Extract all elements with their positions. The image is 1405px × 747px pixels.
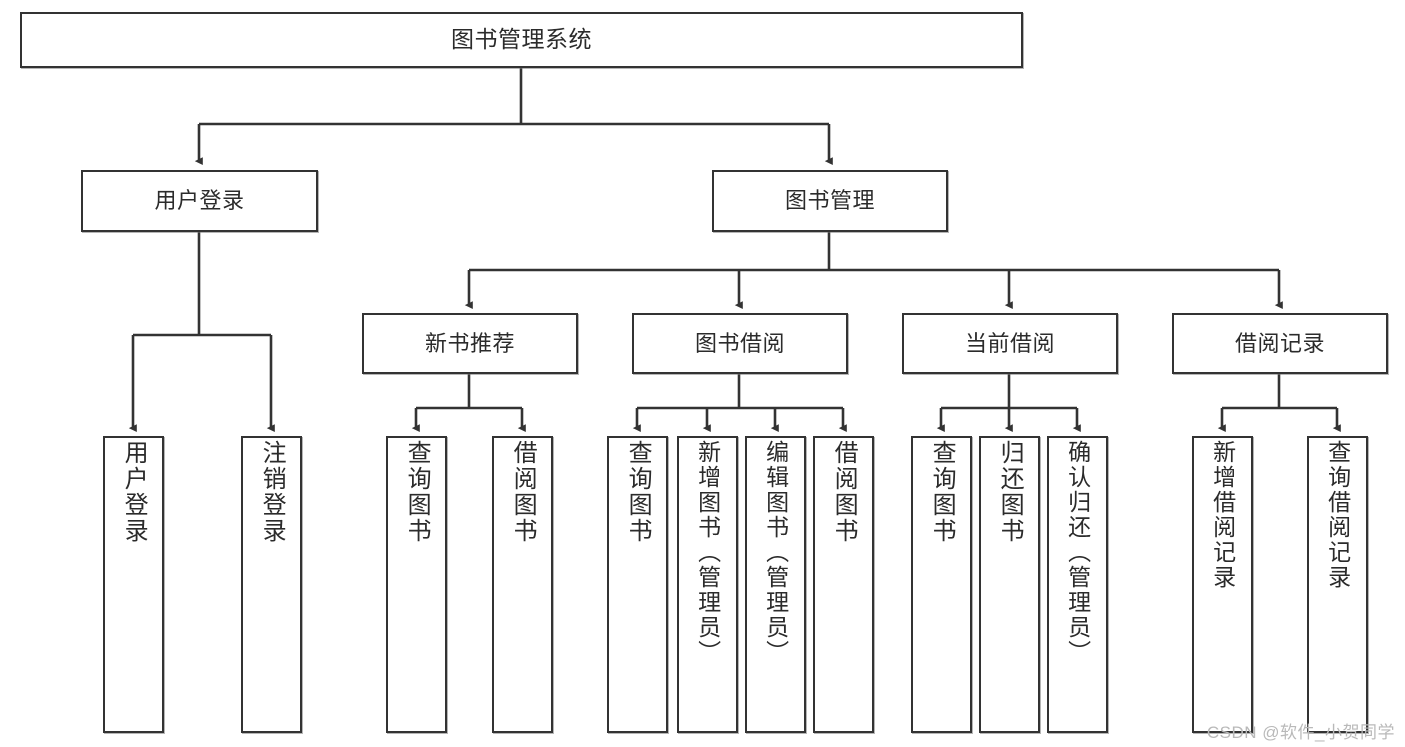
node-label: 查询图书 (928, 440, 956, 544)
leaf-query-book-recommend[interactable]: 查询图书 (386, 436, 447, 733)
node-user-login[interactable]: 用户登录 (81, 170, 318, 232)
node-label: 用户登录 (154, 188, 245, 214)
node-label: 当前借阅 (964, 330, 1055, 356)
node-book-borrow[interactable]: 图书借阅 (632, 313, 848, 374)
node-label: 查询图书 (403, 440, 431, 544)
node-label: 图书管理 (784, 188, 875, 214)
node-label: 新书推荐 (424, 330, 515, 356)
node-label: 借阅图书 (830, 440, 858, 544)
node-label: 借阅图书 (509, 440, 537, 544)
node-new-book-recommend[interactable]: 新书推荐 (362, 313, 578, 374)
node-label: 新增借阅记录 (1209, 440, 1236, 590)
node-label: 新增图书（管理员） (694, 440, 721, 665)
leaf-logout-login[interactable]: 注销登录 (241, 436, 302, 733)
leaf-borrow-book-borrow[interactable]: 借阅图书 (813, 436, 874, 733)
leaf-confirm-return-admin[interactable]: 确认归还（管理员） (1047, 436, 1108, 733)
leaf-borrow-book-recommend[interactable]: 借阅图书 (492, 436, 553, 733)
node-label: 用户登录 (120, 440, 148, 544)
csdn-watermark: CSDN @软件_小贺同学 (1206, 723, 1395, 742)
leaf-add-book-admin[interactable]: 新增图书（管理员） (677, 436, 738, 733)
node-label: 注销登录 (258, 440, 286, 544)
leaf-edit-book-admin[interactable]: 编辑图书（管理员） (745, 436, 806, 733)
node-label: 借阅记录 (1234, 330, 1325, 356)
leaf-return-book[interactable]: 归还图书 (979, 436, 1040, 733)
leaf-query-borrow-record[interactable]: 查询借阅记录 (1307, 436, 1368, 733)
leaf-user-login[interactable]: 用户登录 (103, 436, 164, 733)
node-label: 图书管理系统 (451, 26, 592, 53)
node-label: 编辑图书（管理员） (762, 440, 789, 665)
node-borrow-record[interactable]: 借阅记录 (1172, 313, 1388, 374)
node-book-management[interactable]: 图书管理 (712, 170, 948, 232)
leaf-query-book-current[interactable]: 查询图书 (911, 436, 972, 733)
node-label: 查询借阅记录 (1324, 440, 1351, 590)
leaf-add-borrow-record[interactable]: 新增借阅记录 (1192, 436, 1253, 733)
node-label: 确认归还（管理员） (1064, 440, 1091, 665)
node-label: 查询图书 (624, 440, 652, 544)
node-current-borrow[interactable]: 当前借阅 (902, 313, 1118, 374)
leaf-query-book-borrow[interactable]: 查询图书 (607, 436, 668, 733)
node-label: 归还图书 (996, 440, 1024, 544)
node-root-system[interactable]: 图书管理系统 (20, 12, 1023, 68)
node-label: 图书借阅 (694, 330, 785, 356)
